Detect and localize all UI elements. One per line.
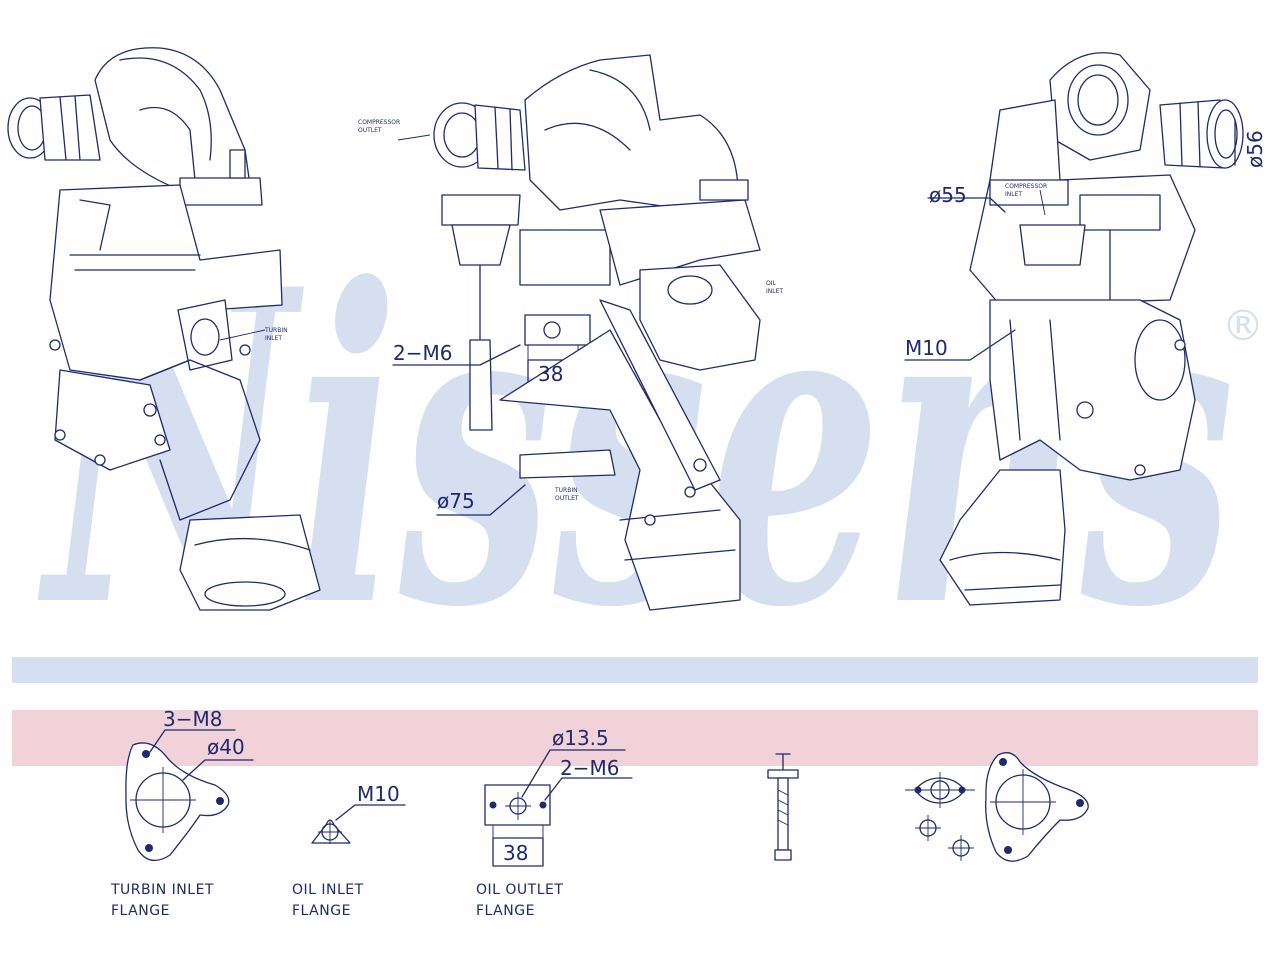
pink-band xyxy=(12,710,1258,766)
oil-outlet-diameter-label: ø13.5 xyxy=(552,726,609,750)
turbine-inlet-caption-2: FLANGE xyxy=(111,903,170,919)
right-outlet-label: ø56 xyxy=(1243,130,1267,168)
middle-thread-label: 2−M6 xyxy=(393,341,452,365)
svg-text:OUTLET: OUTLET xyxy=(358,127,382,134)
oil-inlet-flange-detail: M10 OIL INLET FLANGE xyxy=(292,782,406,919)
oil-inlet-caption-2: FLANGE xyxy=(292,903,351,919)
svg-text:TURBIN: TURBIN xyxy=(554,487,578,494)
right-inlet-label: ø55 xyxy=(929,183,967,207)
svg-text:INLET: INLET xyxy=(766,288,783,295)
svg-text:OIL: OIL xyxy=(766,280,776,287)
svg-text:INLET: INLET xyxy=(1005,191,1022,198)
turbo-middle-view: COMPRESSOR OUTLET TURBIN OUTLET OIL INLE… xyxy=(358,54,783,611)
turbine-inlet-diameter-label: ø40 xyxy=(207,735,245,759)
turbine-inlet-thread-label: 3−M8 xyxy=(163,707,222,731)
svg-text:TURBIN: TURBIN xyxy=(264,327,288,334)
oil-inlet-thread-label: M10 xyxy=(357,782,400,806)
turbo-left-view: TURBIN INLET xyxy=(7,47,321,611)
blue-band xyxy=(12,657,1258,683)
svg-text:COMPRESSOR: COMPRESSOR xyxy=(1005,183,1047,190)
oil-outlet-thread-label: 2−M6 xyxy=(560,756,619,780)
svg-text:OUTLET: OUTLET xyxy=(555,495,579,502)
svg-text:COMPRESSOR: COMPRESSOR xyxy=(358,119,400,126)
turbine-inlet-caption-1: TURBIN INLET xyxy=(110,882,214,898)
oil-inlet-caption-1: OIL INLET xyxy=(292,882,364,898)
oil-outlet-caption-2: FLANGE xyxy=(476,903,535,919)
oil-outlet-caption-1: OIL OUTLET xyxy=(476,882,563,898)
turbo-right-view: COMPRESSOR INLET ø55 M10 ø56 xyxy=(904,52,1267,606)
middle-diameter-label: ø75 xyxy=(437,489,475,513)
registered-mark: ® xyxy=(1222,301,1264,350)
bolt-detail xyxy=(767,753,799,861)
gasket-set-detail xyxy=(905,752,1089,862)
turbine-inlet-flange-detail: 3−M8 ø40 TURBIN INLET FLANGE xyxy=(110,707,254,919)
oil-outlet-flange-detail: ø13.5 2−M6 38 OIL OUTLET FLANGE xyxy=(476,726,633,919)
oil-outlet-width-label: 38 xyxy=(503,841,528,865)
right-thread-label: M10 xyxy=(905,336,948,360)
svg-text:INLET: INLET xyxy=(265,335,282,342)
middle-width-label: 38 xyxy=(538,362,563,386)
